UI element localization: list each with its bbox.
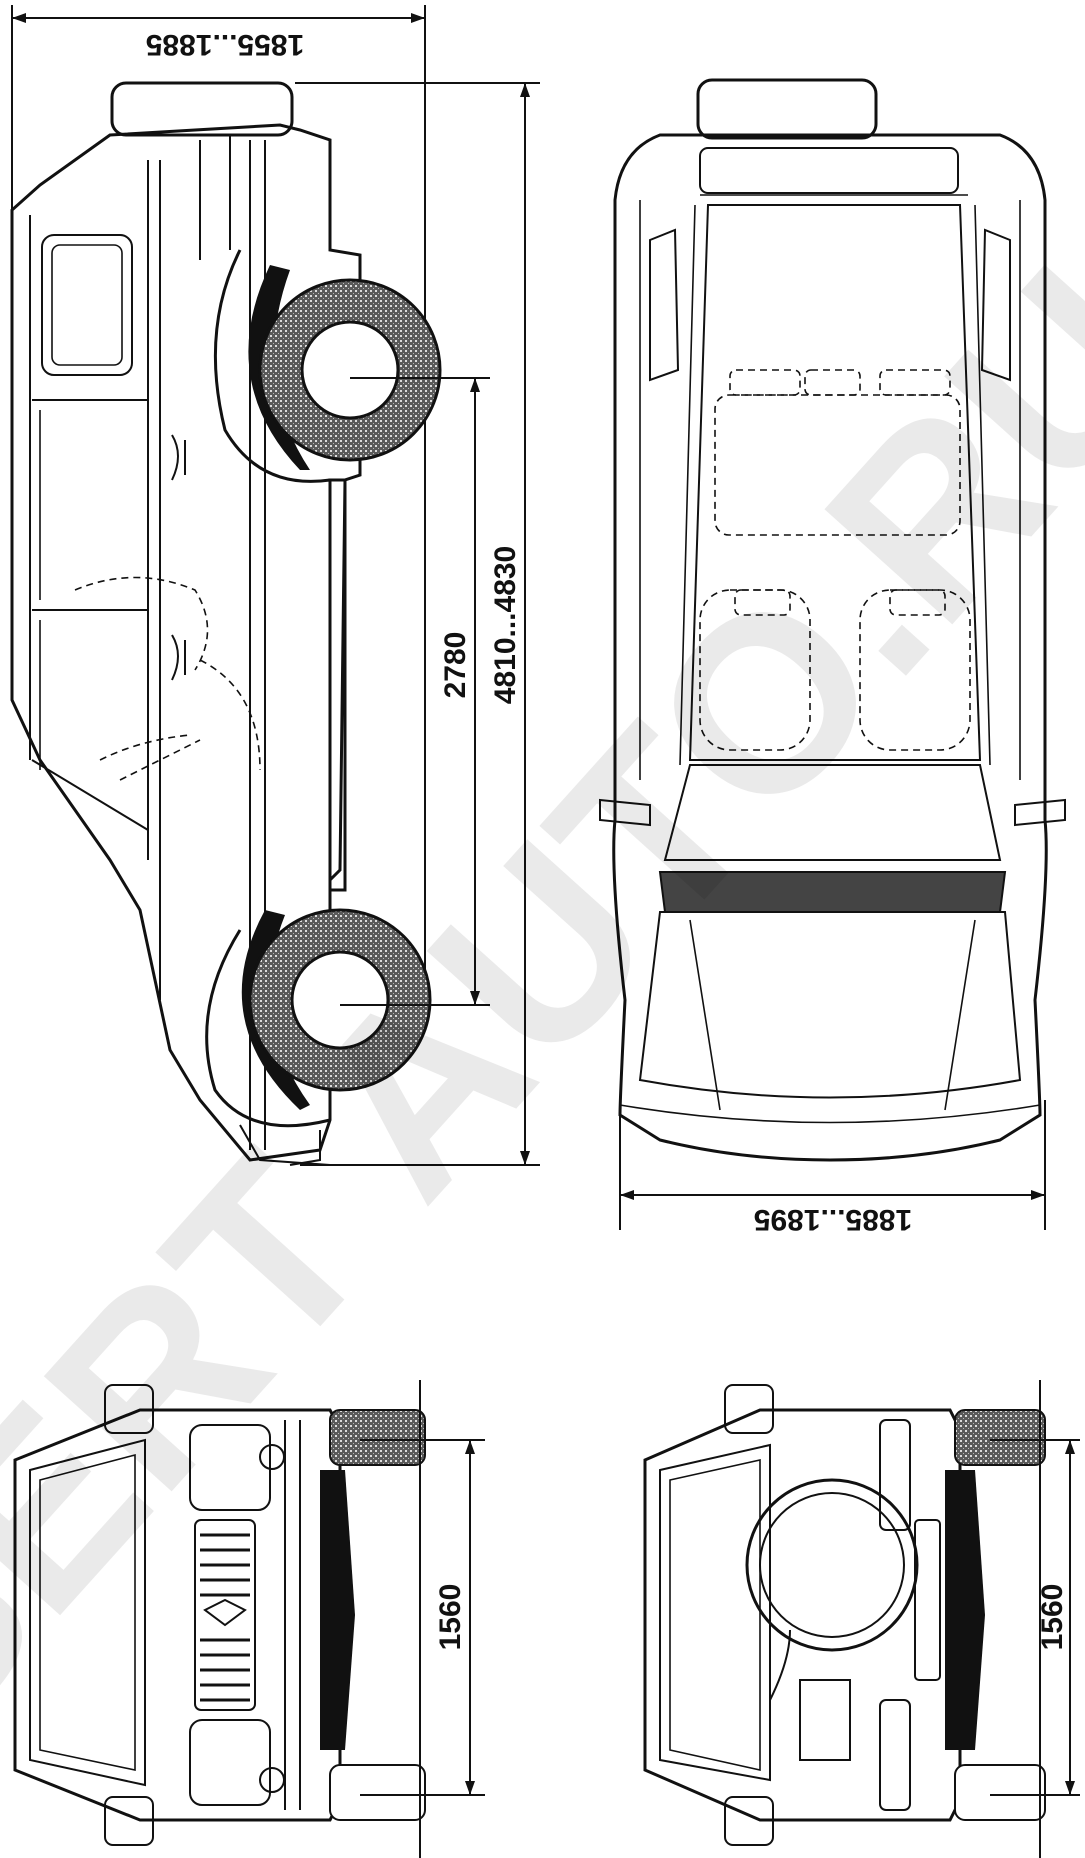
tail-light-bottom xyxy=(879,1699,911,1811)
hood xyxy=(638,911,1022,1099)
rear-spare-wheel xyxy=(745,1478,919,1652)
side-step xyxy=(328,478,347,892)
rear-mirror-bottom xyxy=(724,1796,774,1846)
front-door-handle xyxy=(171,634,186,681)
rear-tire-dark xyxy=(945,1470,985,1750)
rear-track-dimension: 1560 xyxy=(990,1380,1080,1858)
front-track-dimension: 1560 xyxy=(360,1380,485,1858)
tail-light-top xyxy=(879,1419,911,1531)
rear-track-label: 1560 xyxy=(1036,1584,1069,1651)
rear-side-window xyxy=(41,234,133,376)
top-width-label: 1885...1895 xyxy=(754,1203,912,1236)
front-tire-dark xyxy=(320,1470,355,1750)
front-tire-top xyxy=(329,1409,426,1466)
right-mirror xyxy=(1014,798,1066,827)
side-view: 1855...1885 xyxy=(10,5,540,1166)
front-track-label: 1560 xyxy=(434,1584,467,1651)
width-dimension-top: 1885...1895 xyxy=(619,1100,1046,1236)
front-hub xyxy=(290,950,390,1050)
watermark: SERT AUTO.RU xyxy=(0,217,1085,1787)
rear-fender-arch xyxy=(213,249,331,483)
rear-mirror-top xyxy=(724,1384,774,1434)
side-width-label: 1855...1885 xyxy=(146,28,304,61)
spare-wheel-cover xyxy=(110,81,294,137)
rear-hub xyxy=(300,320,400,420)
wheelbase-label: 2780 xyxy=(439,632,472,699)
rear-window xyxy=(659,1443,771,1782)
top-spare-wheel xyxy=(696,78,878,140)
length-dimension: 4810...4830 xyxy=(295,82,540,1166)
front-tire-bottom xyxy=(329,1764,426,1821)
roof-panel xyxy=(688,204,982,761)
windshield xyxy=(663,764,1002,861)
rear-door-handle xyxy=(171,434,186,481)
front-fender-arch xyxy=(205,929,331,1128)
front-mirror-top xyxy=(104,1384,154,1434)
front-mirror-bottom xyxy=(104,1796,154,1846)
wheelbase-dimension: 2780 xyxy=(340,377,490,1006)
interior-seats-dashed xyxy=(699,369,971,751)
length-label: 4810...4830 xyxy=(489,546,522,704)
front-windshield xyxy=(29,1438,146,1787)
front-grille xyxy=(194,1519,256,1711)
rear-tire-bottom xyxy=(954,1764,1046,1821)
front-view: 1560 xyxy=(13,1380,485,1858)
headlight-bottom xyxy=(189,1719,271,1806)
headlight-top xyxy=(189,1424,271,1511)
rear-tire-top xyxy=(954,1409,1046,1466)
top-view: 1885...1895 xyxy=(599,78,1066,1236)
brand-logo xyxy=(203,1598,247,1627)
width-dimension-side: 1855...1885 xyxy=(11,5,426,990)
license-plate xyxy=(799,1679,851,1761)
rear-view: 1560 xyxy=(643,1380,1080,1858)
left-mirror xyxy=(599,798,651,827)
